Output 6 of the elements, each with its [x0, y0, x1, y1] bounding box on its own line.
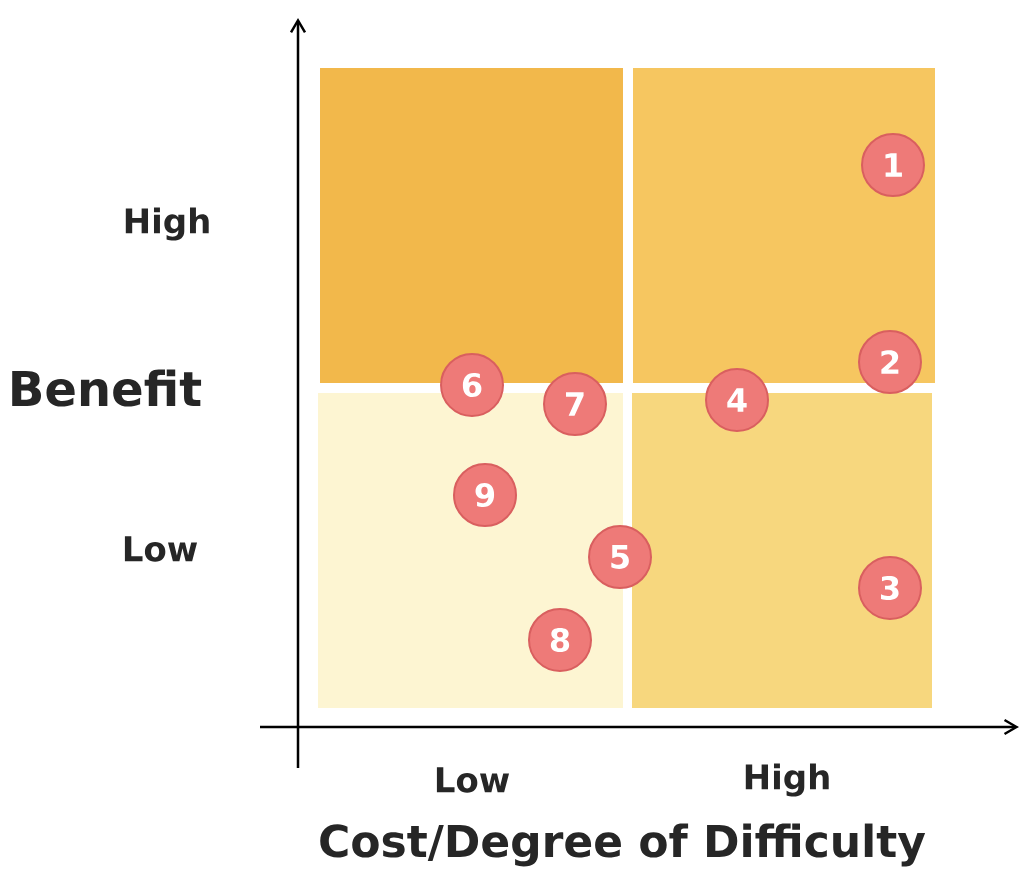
- axis-tick-label: High: [125, 207, 209, 241]
- axis-tick-label: Low: [124, 536, 198, 562]
- axis-title: Benefit: [12, 369, 202, 407]
- axis-tick-label: Low: [436, 767, 510, 793]
- axis-title: Cost/Degree of Difficulty: [320, 823, 926, 867]
- axis-tick-label: High: [745, 763, 829, 797]
